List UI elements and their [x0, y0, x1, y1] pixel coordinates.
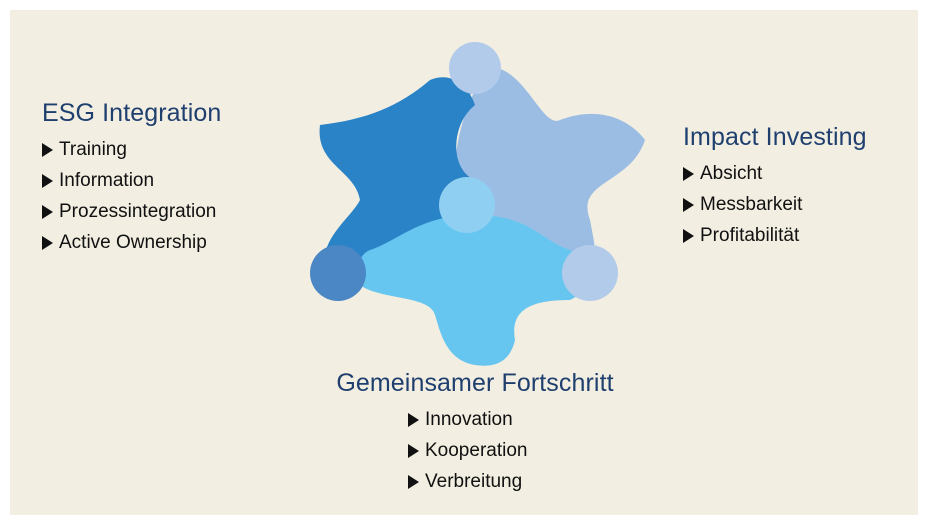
bottom-left-circle	[310, 245, 366, 301]
list-item-label: Active Ownership	[59, 232, 207, 253]
list-item-label: Innovation	[425, 409, 513, 430]
list-item-label: Absicht	[700, 163, 763, 184]
interlocking-stars-icon	[310, 42, 645, 366]
triangle-bullet-icon	[42, 235, 53, 250]
triangle-bullet-icon	[408, 443, 419, 458]
esg-integration-group: ESG Integration Training Information Pro…	[42, 96, 221, 258]
list-item: Training	[42, 134, 221, 165]
triangle-bullet-icon	[42, 142, 53, 157]
bottom-right-circle	[562, 245, 618, 301]
list-item: Profitabilität	[683, 220, 867, 251]
list-item: Messbarkeit	[683, 189, 867, 220]
list-item: Information	[42, 165, 221, 196]
impact-investing-title: Impact Investing	[683, 123, 867, 151]
list-item-label: Information	[59, 170, 155, 191]
list-item: Innovation	[408, 404, 638, 435]
common-star-shape	[357, 215, 593, 366]
common-progress-list: Innovation Kooperation Verbreitung	[312, 404, 638, 497]
triangle-bullet-icon	[683, 228, 694, 243]
triangle-bullet-icon	[408, 474, 419, 489]
list-item: Active Ownership	[42, 227, 221, 258]
list-item: Verbreitung	[408, 466, 638, 497]
list-item-label: Training	[59, 139, 127, 160]
impact-investing-group: Impact Investing Absicht Messbarkeit Pro…	[683, 120, 867, 251]
triangle-bullet-icon	[683, 166, 694, 181]
triangle-bullet-icon	[42, 204, 53, 219]
list-item-label: Messbarkeit	[700, 194, 803, 215]
impact-investing-list: Absicht Messbarkeit Profitabilität	[683, 158, 867, 251]
esg-integration-title: ESG Integration	[42, 99, 222, 127]
top-circle	[449, 42, 501, 94]
list-item: Prozessintegration	[42, 196, 221, 227]
list-item: Kooperation	[408, 435, 638, 466]
common-progress-title: Gemeinsamer Fortschritt	[336, 369, 614, 397]
list-item: Absicht	[683, 158, 867, 189]
list-item-label: Profitabilität	[700, 225, 800, 246]
center-circle	[439, 177, 495, 233]
esg-integration-list: Training Information Prozessintegration …	[42, 134, 221, 258]
triangle-bullet-icon	[42, 173, 53, 188]
common-progress-group: Gemeinsamer Fortschritt Innovation Koope…	[312, 366, 638, 497]
list-item-label: Kooperation	[425, 440, 528, 461]
triangle-bullet-icon	[683, 197, 694, 212]
list-item-label: Verbreitung	[425, 471, 523, 492]
list-item-label: Prozessintegration	[59, 201, 217, 222]
triangle-bullet-icon	[408, 412, 419, 427]
